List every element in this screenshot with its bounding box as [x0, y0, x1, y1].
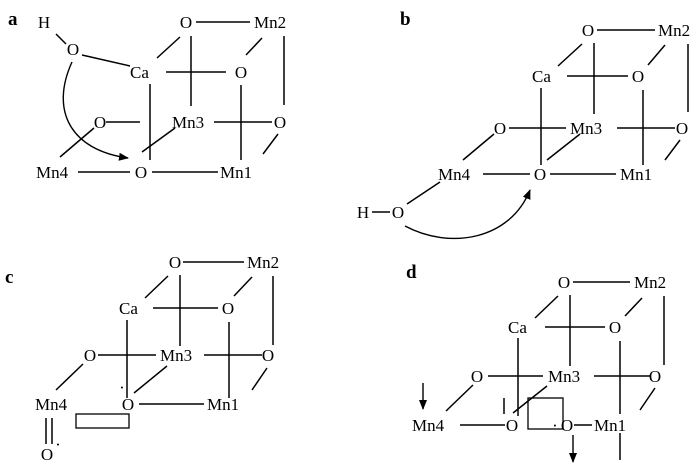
- atom-mn2: Mn2: [634, 273, 666, 292]
- atom-ca: Ca: [130, 63, 149, 82]
- radical-dot: ·: [552, 416, 558, 435]
- atom-o: O: [471, 367, 483, 386]
- atom-o: O: [222, 299, 234, 318]
- atom-o: O: [122, 395, 134, 414]
- panel-b-atoms: O Mn2 Ca O O Mn3 O Mn4 O Mn1 H O: [357, 21, 690, 222]
- atom-mn3: Mn3: [160, 346, 192, 365]
- atom-mn3: Mn3: [548, 367, 580, 386]
- atom-mn4: Mn4: [35, 395, 68, 414]
- atom-o: O: [180, 13, 192, 32]
- radical-dot: ·: [119, 378, 125, 397]
- atom-o-hydroxyl: O: [392, 203, 404, 222]
- atom-mn1: Mn1: [220, 163, 252, 182]
- atom-o: O: [609, 318, 621, 337]
- atom-ca: Ca: [508, 318, 527, 337]
- atom-mn4: Mn4: [412, 416, 445, 435]
- atom-mn4: Mn4: [36, 163, 69, 182]
- atom-o: O: [274, 113, 286, 132]
- atom-o: O: [676, 119, 688, 138]
- attack-arrow: [62, 61, 129, 161]
- atom-mn3: Mn3: [570, 119, 602, 138]
- atom-o: O: [84, 346, 96, 365]
- atom-mn4: Mn4: [438, 165, 471, 184]
- atom-o: O: [506, 416, 518, 435]
- panel-label-c: c: [5, 267, 13, 288]
- panel-a-atoms: H O O Mn2 Ca O O Mn3 O Mn4 O Mn1: [36, 13, 286, 182]
- atom-o-oxo: O: [41, 445, 53, 464]
- atom-mn2: Mn2: [254, 13, 286, 32]
- atom-o: O: [632, 67, 644, 86]
- atom-mn3: Mn3: [172, 113, 204, 132]
- panel-a: a H O O Mn2 Ca O O: [8, 9, 286, 182]
- atom-mn1: Mn1: [207, 395, 239, 414]
- radical-dot: ·: [55, 435, 61, 454]
- panel-c-atoms: O Mn2 Ca O O Mn3 O Mn4 · O Mn1 O ·: [35, 253, 279, 464]
- panel-label-d: d: [406, 262, 417, 283]
- atom-ca: Ca: [119, 299, 138, 318]
- vacancy-box: [527, 397, 564, 430]
- attack-arrow: [404, 189, 531, 240]
- panel-label-b: b: [400, 9, 411, 30]
- atom-h: H: [357, 203, 369, 222]
- atom-o: O: [135, 163, 147, 182]
- panel-b-bonds: [372, 29, 689, 213]
- atom-mn1: Mn1: [620, 165, 652, 184]
- atom-o: O: [235, 63, 247, 82]
- panel-c-bonds: [45, 261, 274, 444]
- atom-o: O: [262, 346, 274, 365]
- panel-label-a: a: [8, 9, 18, 30]
- atom-mn1: Mn1: [594, 416, 626, 435]
- atom-o: O: [94, 113, 106, 132]
- panel-d-atoms: O Mn2 Ca O O Mn3 O Mn4 O · O Mn1: [412, 273, 666, 435]
- atom-o: O: [534, 165, 546, 184]
- vacancy-box: [75, 413, 130, 429]
- atom-ca: Ca: [532, 67, 551, 86]
- panel-a-bonds: [55, 21, 285, 173]
- panel-d: d O Mn2 Ca O: [406, 262, 666, 463]
- atom-o: O: [494, 119, 506, 138]
- atom-o: O: [169, 253, 181, 272]
- atom-h: H: [38, 13, 50, 32]
- panel-d-bonds: [445, 281, 665, 460]
- atom-mn2: Mn2: [247, 253, 279, 272]
- atom-o-hydroxyl: O: [67, 40, 79, 59]
- panel-c: c O Mn2 Ca O O Mn3 O: [5, 253, 279, 464]
- panel-b: b O Mn2 Ca O O Mn3 O: [357, 9, 690, 240]
- atom-o: O: [582, 21, 594, 40]
- atom-o: O: [561, 416, 573, 435]
- atom-o: O: [649, 367, 661, 386]
- panel-d-spin-arrows: [419, 383, 577, 463]
- atom-o: O: [558, 273, 570, 292]
- atom-mn2: Mn2: [658, 21, 690, 40]
